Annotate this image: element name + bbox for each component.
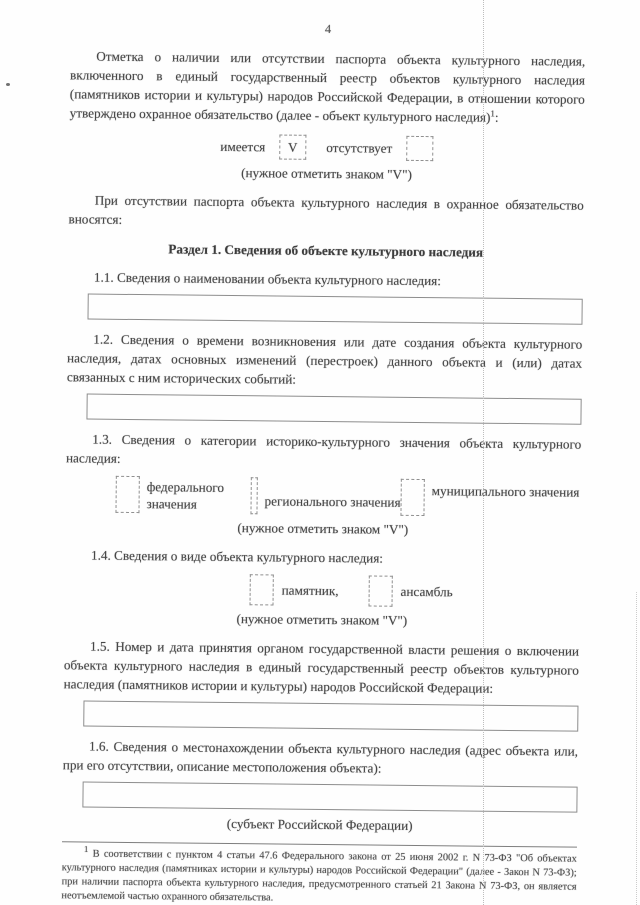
form-content: 4 Отметка о наличии или отсутствии паспо… <box>61 17 585 905</box>
type-options-row: памятник, ансамбль <box>249 574 580 608</box>
category-municipal-option: муниципального значения <box>400 478 580 518</box>
category-municipal-label: муниципального значения <box>431 483 580 500</box>
item-1-3-label: 1.3. Сведения о категории историко-культ… <box>65 431 582 466</box>
field-1-1-name-input[interactable] <box>87 293 583 325</box>
item-1-4-label: 1.4. Сведения о виде объекта культурного… <box>90 547 384 566</box>
mark-note: (нужное отметить знаком "V") <box>237 520 409 537</box>
category-federal-checkbox[interactable] <box>115 475 140 514</box>
category-regional-option: регионального значения <box>250 477 401 516</box>
type-monument-option: памятник, <box>249 574 339 606</box>
passport-absent-label: отсутствует <box>326 140 393 156</box>
passport-present-checkbox[interactable]: V <box>279 134 307 160</box>
mark-note: (нужное отметить знаком "V") <box>236 611 408 628</box>
passport-present-label: имеется <box>220 138 266 155</box>
scan-artifact-line <box>636 592 637 905</box>
category-regional-checkbox[interactable] <box>250 477 258 515</box>
footnote-text: 1 В соответствии с пунктом 4 статьи 47.6… <box>61 844 577 904</box>
footnote-block: 1 В соответствии с пунктом 4 статьи 47.6… <box>61 841 577 905</box>
item-1-5-label: 1.5. Номер и дата принятия органом госуд… <box>63 638 580 696</box>
passport-presence-row: имеется V отсутствует <box>69 132 584 162</box>
category-regional-label: регионального значения <box>264 493 401 510</box>
intro-tail: : <box>494 109 499 125</box>
item-1-6-label: 1.6. Сведения о местонахождении объекта … <box>62 738 579 776</box>
page-number: 4 <box>324 21 332 37</box>
type-ensemble-option: ансамбль <box>368 575 453 607</box>
item-1-2-label: 1.2. Сведения о времени возникновения ил… <box>66 331 583 387</box>
category-options-row: федерального значения регионального знач… <box>115 475 580 518</box>
field-1-6-location-input[interactable] <box>82 781 578 813</box>
intro-text: Отметка о наличии или отсутствии паспорт… <box>69 48 586 125</box>
absence-line: При отсутствии паспорта объекта культурн… <box>68 192 584 227</box>
category-municipal-checkbox[interactable] <box>400 478 425 517</box>
passport-absent-checkbox[interactable] <box>406 135 434 162</box>
field-1-2-dates-input[interactable] <box>86 393 582 425</box>
category-federal-option: федерального значения <box>115 475 250 514</box>
type-monument-label: памятник, <box>281 582 339 599</box>
footnote-number: 1 <box>83 844 89 855</box>
field-1-5-decision-input[interactable] <box>83 700 579 732</box>
section-1-title: Раздел 1. Сведения об объекте культурног… <box>168 241 484 260</box>
subject-caption: (субъект Российской Федерации) <box>226 816 413 833</box>
category-federal-label: федерального значения <box>146 478 225 512</box>
type-ensemble-checkbox[interactable] <box>368 575 393 607</box>
type-ensemble-label: ансамбль <box>400 583 453 600</box>
mark-note: (нужное отметить знаком "V") <box>241 165 412 182</box>
type-monument-checkbox[interactable] <box>249 574 274 606</box>
intro-paragraph: Отметка о наличии или отсутствии паспорт… <box>70 46 586 127</box>
item-1-1-label: 1.1. Сведения о наименовании объекта кул… <box>93 269 442 289</box>
scan-speck <box>6 83 10 86</box>
